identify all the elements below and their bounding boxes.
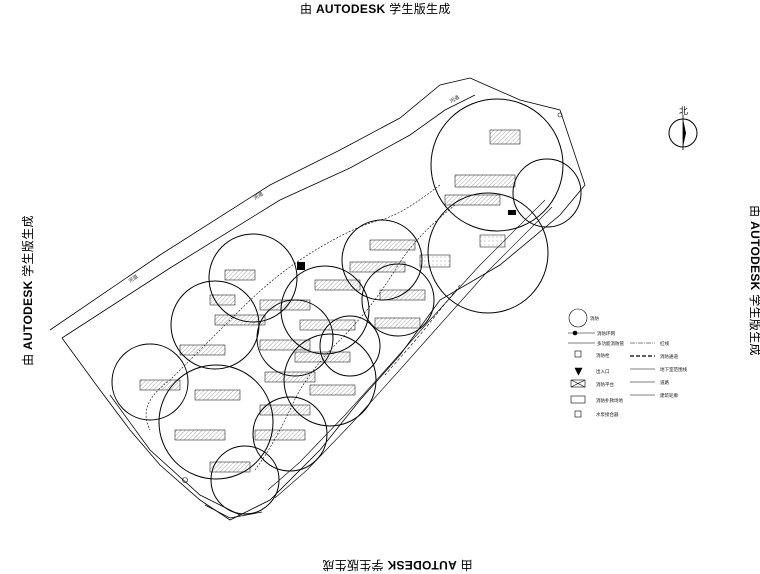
- watermark-top: 由 AUTODESK 学生版生成: [300, 0, 451, 17]
- legend-label: 消防栓: [596, 352, 610, 359]
- coverage-circle: [319, 315, 381, 377]
- hydrant-marker: [557, 112, 563, 118]
- legend-label: 道路: [660, 379, 669, 386]
- building: [314, 279, 361, 291]
- entrance-marker: [508, 210, 516, 215]
- legend-label: 消防扑救场地: [596, 397, 623, 404]
- numbered-box-icon: [574, 350, 582, 358]
- building: [264, 371, 316, 383]
- coverage-circle: [111, 343, 189, 421]
- building: [369, 239, 416, 251]
- coverage-circle: [280, 265, 370, 355]
- building: [174, 429, 226, 441]
- north-label: 北: [679, 106, 688, 116]
- legend-label: 消防: [590, 315, 599, 322]
- coverage-circle: [283, 333, 377, 427]
- building: [374, 317, 421, 329]
- legend-label: 消防平台: [596, 381, 614, 388]
- building: [179, 344, 226, 356]
- triangle-icon: [574, 367, 583, 376]
- hydrant-marker: [182, 477, 188, 483]
- building: [209, 294, 236, 306]
- legend-label: 消防环网: [597, 330, 615, 337]
- legend-label: 建筑轮廓: [660, 392, 678, 399]
- coverage-circle: [430, 98, 564, 232]
- building: [194, 389, 241, 401]
- watermark-suffix: 学生版生成: [389, 2, 451, 16]
- building: [209, 461, 251, 473]
- building: [299, 319, 356, 331]
- coverage-circle: [158, 364, 274, 480]
- coverage-circle: [252, 396, 328, 472]
- coverage-circle: [210, 445, 280, 515]
- watermark-brand: AUTODESK: [315, 2, 386, 16]
- legend-label: 消防通道: [660, 353, 678, 360]
- coverage-circle: [512, 158, 582, 228]
- legend-label: 出入口: [596, 368, 610, 375]
- river-label: 河道: [449, 94, 461, 105]
- river-label: 河道: [127, 273, 139, 284]
- watermark-prefix: 由: [300, 2, 313, 16]
- coverage-circle: [341, 219, 423, 301]
- building: [454, 174, 516, 188]
- legend-labels: 消防 消防环网 多功能消防管 消防栓 出入口 消防平台 消防扑救场地 水泵接合器…: [590, 315, 687, 418]
- legend-label: 多功能消防管: [597, 340, 624, 347]
- building: [259, 299, 311, 311]
- building: [379, 289, 426, 301]
- building: [224, 269, 256, 281]
- entrance-marker: [297, 262, 305, 270]
- legend: [568, 308, 655, 418]
- building: [259, 339, 311, 351]
- labeled-box-icon: [570, 395, 586, 404]
- coverage-circle: [427, 192, 549, 314]
- building: [139, 379, 181, 391]
- building: [309, 384, 356, 396]
- legend-label: 红线: [660, 340, 669, 346]
- building: [489, 129, 521, 145]
- hydrant-circle-icon: [568, 308, 588, 328]
- building: [254, 429, 306, 441]
- small-square-icon: [574, 410, 582, 418]
- legend-label: 地下室范围线: [660, 366, 687, 373]
- legend-label: 水泵接合器: [596, 411, 619, 418]
- coverage-circle: [256, 299, 334, 377]
- coverage-circle: [208, 233, 298, 323]
- building: [479, 234, 506, 248]
- building: [349, 261, 406, 273]
- building: [419, 254, 451, 268]
- site-road: [267, 199, 553, 499]
- crossed-box-icon: [570, 379, 586, 388]
- coverage-circles: [111, 98, 582, 515]
- site-markers: [182, 112, 563, 483]
- coverage-circle: [361, 263, 435, 337]
- building: [259, 404, 311, 416]
- river-label: 河道: [252, 190, 264, 201]
- buildings: [139, 129, 521, 473]
- north-compass: 北: [668, 106, 698, 150]
- site-boundary: [49, 77, 586, 521]
